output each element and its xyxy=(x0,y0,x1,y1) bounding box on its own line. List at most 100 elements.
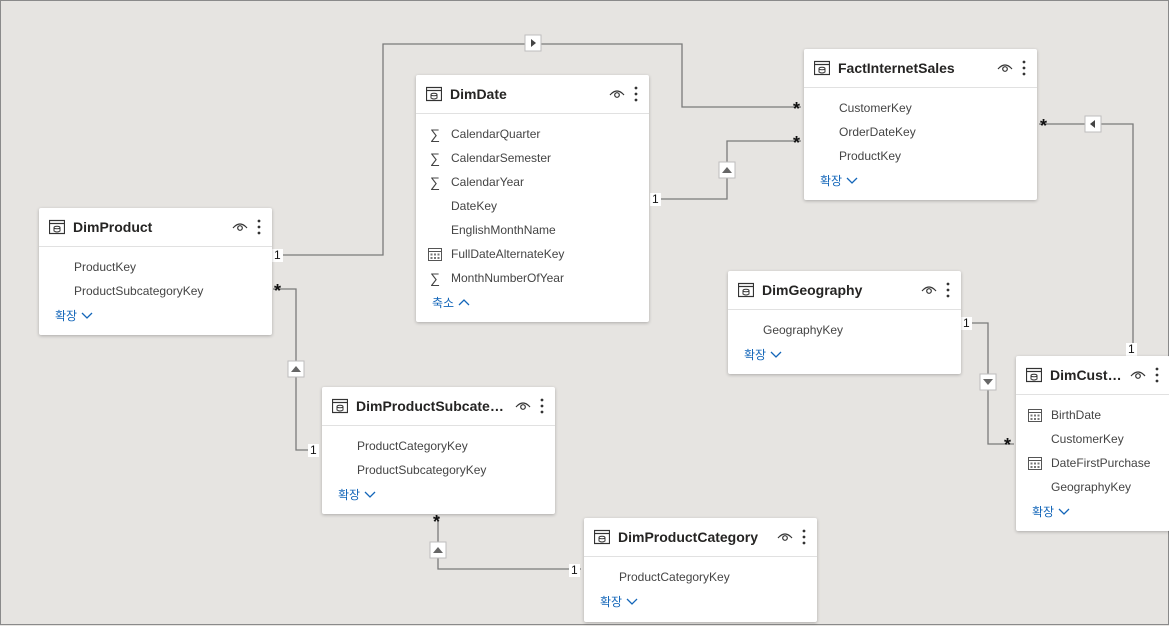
expand-button[interactable]: 확장 xyxy=(322,482,555,503)
field-item[interactable]: ProductCategoryKey xyxy=(584,565,817,589)
field-item[interactable]: GeographyKey xyxy=(728,318,961,342)
calendar-icon xyxy=(428,248,442,261)
field-item[interactable]: CustomerKey xyxy=(1016,427,1169,451)
field-name: BirthDate xyxy=(1051,408,1102,422)
field-item[interactable]: BirthDate xyxy=(1016,403,1169,427)
table-header[interactable]: DimCustomer xyxy=(1016,356,1169,395)
field-name: EnglishMonthName xyxy=(451,223,556,237)
visibility-icon[interactable] xyxy=(515,400,531,412)
visibility-icon[interactable] xyxy=(921,284,937,296)
calendar-icon xyxy=(1028,457,1042,470)
field-item[interactable]: ProductSubcategoryKey xyxy=(322,458,555,482)
cardinality-many-label: * xyxy=(433,512,441,532)
field-item[interactable]: DateFirstPurchase xyxy=(1016,451,1169,475)
relationship-line-subcategory-category xyxy=(437,516,581,570)
cross-filter-arrows xyxy=(287,34,1102,559)
table-header[interactable]: DimDate xyxy=(416,75,649,114)
expand-button[interactable]: 확장 xyxy=(584,589,817,610)
table-title: DimProductCategory xyxy=(618,529,759,545)
more-options-icon[interactable] xyxy=(254,218,264,236)
sigma-icon: ∑ xyxy=(430,126,440,142)
field-name: CustomerKey xyxy=(1051,432,1124,446)
expand-button[interactable]: 확장 xyxy=(1016,499,1169,520)
table-icon xyxy=(1026,367,1042,383)
arrow-down-icon xyxy=(979,373,997,391)
table-header[interactable]: FactInternetSales xyxy=(804,49,1037,88)
more-options-icon[interactable] xyxy=(1152,366,1162,384)
table-header[interactable]: DimProductCategory xyxy=(584,518,817,557)
field-item[interactable]: GeographyKey xyxy=(1016,475,1169,499)
more-options-icon[interactable] xyxy=(1019,59,1029,77)
field-item[interactable]: ProductKey xyxy=(39,255,272,279)
field-name: ProductSubcategoryKey xyxy=(357,463,487,477)
table-header[interactable]: DimGeography xyxy=(728,271,961,310)
field-item[interactable]: ProductSubcategoryKey xyxy=(39,279,272,303)
field-item[interactable]: ∑ CalendarQuarter xyxy=(416,122,649,146)
field-list: GeographyKey xyxy=(728,310,961,342)
visibility-icon[interactable] xyxy=(609,88,625,100)
field-item[interactable]: OrderDateKey xyxy=(804,120,1037,144)
table-title: DimGeography xyxy=(762,282,863,298)
more-options-icon[interactable] xyxy=(799,528,809,546)
field-item[interactable]: ∑CalendarSemester xyxy=(416,146,649,170)
chevron-down-icon xyxy=(770,351,782,358)
toggle-label: 확장 xyxy=(55,309,78,323)
toggle-label: 확장 xyxy=(600,595,623,609)
field-item[interactable]: EnglishMonthName xyxy=(416,218,649,242)
cardinality-many-label: * xyxy=(793,99,801,119)
table-header[interactable]: DimProduct xyxy=(39,208,272,247)
chevron-down-icon xyxy=(626,598,638,605)
table-header[interactable]: DimProductSubcateg... xyxy=(322,387,555,426)
collapse-button[interactable]: 축소 xyxy=(416,290,649,311)
visibility-icon[interactable] xyxy=(1130,369,1146,381)
table-title: DimProductSubcateg... xyxy=(356,398,509,414)
field-name: CalendarQuarter xyxy=(451,127,541,141)
cardinality-one-label: 1 xyxy=(650,192,661,206)
field-name: CustomerKey xyxy=(839,101,912,115)
cardinality-one-label: 1 xyxy=(961,316,972,330)
field-item[interactable]: ∑MonthNumberOfYear xyxy=(416,266,649,290)
field-name: DateKey xyxy=(451,199,498,213)
cardinality-many-label: * xyxy=(1004,435,1012,455)
expand-button[interactable]: 확장 xyxy=(728,342,961,363)
field-name: CalendarSemester xyxy=(451,151,552,165)
field-name: FullDateAlternateKey xyxy=(451,247,565,261)
visibility-icon[interactable] xyxy=(232,221,248,233)
field-item[interactable]: DateKey xyxy=(416,194,649,218)
toggle-label: 확장 xyxy=(820,174,843,188)
field-name: ProductSubcategoryKey xyxy=(74,284,204,298)
field-item[interactable]: ProductCategoryKey xyxy=(322,434,555,458)
field-name: DateFirstPurchase xyxy=(1051,456,1151,470)
field-item[interactable]: CustomerKey xyxy=(804,96,1037,120)
more-options-icon[interactable] xyxy=(537,397,547,415)
expand-button[interactable]: 확장 xyxy=(804,168,1037,189)
field-name: GeographyKey xyxy=(763,323,844,337)
more-options-icon[interactable] xyxy=(631,85,641,103)
cardinality-many-label: * xyxy=(274,281,282,301)
more-options-icon[interactable] xyxy=(943,281,953,299)
chevron-down-icon xyxy=(1058,508,1070,515)
field-name: ProductCategoryKey xyxy=(357,439,468,453)
table-icon xyxy=(426,86,442,102)
visibility-icon[interactable] xyxy=(997,62,1013,74)
cardinality-one-label: 1 xyxy=(1126,342,1137,356)
field-item[interactable]: ProductKey xyxy=(804,144,1037,168)
table-title: DimCustomer xyxy=(1050,367,1124,383)
field-item[interactable]: ∑CalendarYear xyxy=(416,170,649,194)
field-item[interactable]: FullDateAlternateKey xyxy=(416,242,649,266)
visibility-icon[interactable] xyxy=(777,531,793,543)
field-name: GeographyKey xyxy=(1051,480,1132,494)
arrow-up-icon xyxy=(429,541,447,559)
expand-button[interactable]: 확장 xyxy=(39,303,272,324)
table-card-dimcustomer[interactable]: DimCustomerBirthDateCustomerKeyDateFirst… xyxy=(1016,356,1169,531)
field-name: ProductKey xyxy=(74,260,137,274)
table-card-dimdate[interactable]: DimDate ∑ CalendarQuarter ∑CalendarSemester… xyxy=(416,75,649,322)
cardinality-many-label: * xyxy=(793,133,801,153)
